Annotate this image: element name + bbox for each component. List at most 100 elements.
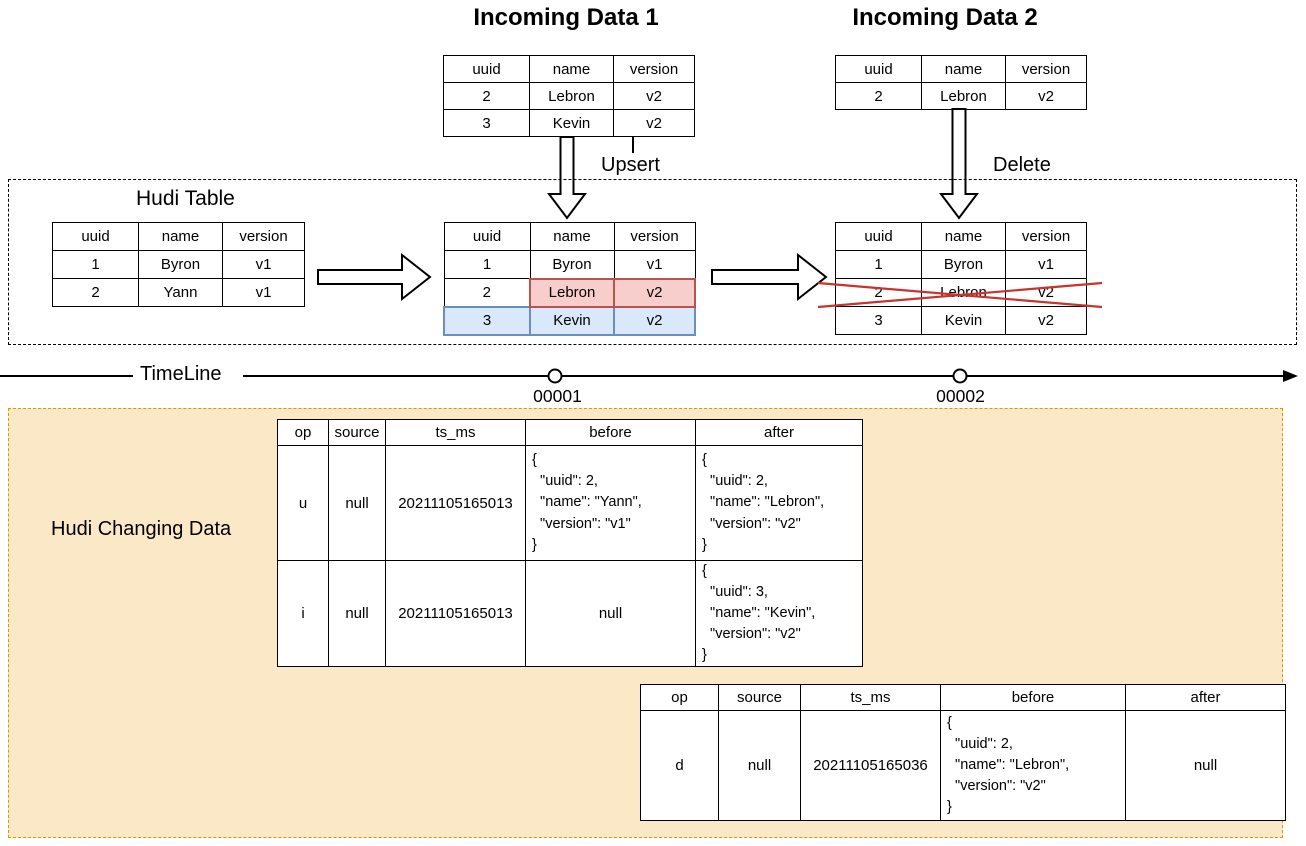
- cell-version-updated: v2: [613, 277, 696, 308]
- cell-name: Byron: [921, 250, 1006, 279]
- cdc-cell-before: null: [525, 559, 696, 668]
- cell-version: v1: [222, 278, 305, 307]
- cdc-cell-op: d: [640, 710, 719, 821]
- col-header-name: name: [529, 55, 614, 83]
- col-header-uuid: uuid: [443, 55, 530, 83]
- cell-version: v1: [613, 250, 696, 279]
- col-header-name: name: [921, 55, 1006, 83]
- cdc-header-op: op: [640, 684, 719, 711]
- hudi-table-label: Hudi Table: [136, 187, 235, 210]
- cdc-header-source: source: [328, 419, 386, 446]
- col-header-name: name: [138, 222, 223, 251]
- cell-uuid: 3: [835, 306, 922, 335]
- timeline-commit-marker: [547, 368, 563, 384]
- cdc-cell-op: i: [277, 559, 329, 668]
- cell-version: v1: [1005, 250, 1087, 279]
- cell-name: Lebron: [529, 82, 614, 110]
- upsert-arrow-icon: [547, 136, 587, 220]
- cdc-header-source: source: [718, 684, 801, 711]
- cell-name: Byron: [529, 250, 615, 279]
- timeline-arrowhead-icon: [1283, 370, 1298, 382]
- cell-name: Kevin: [921, 306, 1006, 335]
- commit-id-00001: 00001: [533, 386, 582, 406]
- cdc-cell-ts-ms: 20211105165013: [385, 445, 526, 561]
- cdc-cell-source: null: [328, 559, 386, 668]
- cdc-cell-op: u: [277, 445, 329, 561]
- cdc-cell-before: { "uuid": 2, "name": "Yann", "version": …: [525, 445, 696, 561]
- cdc-header-after: after: [695, 419, 863, 446]
- commit-id-00002: 00002: [936, 386, 985, 406]
- cdc-cell-after: null: [1125, 710, 1286, 821]
- cdc-header-before: before: [525, 419, 696, 446]
- cdc-header-before: before: [940, 684, 1126, 711]
- timeline-axis: [0, 368, 1298, 384]
- cell-uuid: 3: [443, 109, 530, 137]
- table-row: 3 Kevin v2: [443, 109, 695, 137]
- col-header-uuid: uuid: [443, 222, 531, 251]
- cell-name: Yann: [138, 278, 223, 307]
- transition-arrow-icon: [317, 252, 432, 302]
- hudi-changing-data-label: Hudi Changing Data: [51, 518, 232, 540]
- cell-version: v2: [613, 82, 695, 110]
- cell-version: v1: [222, 250, 305, 279]
- cell-uuid-inserted: 3: [443, 305, 531, 336]
- cell-uuid: 2: [52, 278, 139, 307]
- incoming-data-1-title: Incoming Data 1: [473, 4, 659, 31]
- col-header-uuid: uuid: [835, 55, 922, 83]
- incoming-data-2-title: Incoming Data 2: [852, 4, 1038, 31]
- cell-version: v2: [1005, 82, 1087, 110]
- cdc-header-op: op: [277, 419, 329, 446]
- cell-uuid: 1: [443, 250, 531, 279]
- cdc-cell-source: null: [718, 710, 801, 821]
- cdc-row-insert: i null 20211105165013 null { "uuid": 3, …: [277, 559, 863, 668]
- cdc-cell-ts-ms: 20211105165013: [385, 559, 526, 668]
- cell-uuid: 2: [835, 82, 922, 110]
- cell-uuid: 1: [835, 250, 922, 279]
- cell-name: Lebron: [921, 82, 1006, 110]
- col-header-version: version: [613, 55, 695, 83]
- table-row: 2 Yann v1: [52, 278, 305, 307]
- cell-uuid: 2: [443, 278, 531, 307]
- cdc-cell-ts-ms: 20211105165036: [800, 710, 941, 821]
- cdc-header-after: after: [1125, 684, 1286, 711]
- table-row: 3 Kevin v2: [835, 306, 1087, 335]
- cell-version-inserted: v2: [613, 305, 696, 336]
- cdc-header-ts-ms: ts_ms: [800, 684, 941, 711]
- col-header-version: version: [222, 222, 305, 251]
- cdc-cell-after: { "uuid": 2, "name": "Lebron", "version"…: [695, 445, 863, 561]
- delete-cross-icon: [817, 281, 1103, 309]
- timeline-label: TimeLine: [140, 363, 222, 385]
- transition-arrow-icon: [711, 252, 828, 302]
- col-header-version: version: [613, 222, 696, 251]
- cell-uuid: 1: [52, 250, 139, 279]
- cell-name: Kevin: [529, 109, 614, 137]
- table-row: 1 Byron v1: [443, 250, 696, 279]
- col-header-name: name: [921, 222, 1006, 251]
- cdc-table-commit-1: op source ts_ms before after u null 2021…: [277, 419, 863, 668]
- hudi-table-container: [8, 179, 1297, 345]
- table-row: 1 Byron v1: [835, 250, 1087, 279]
- table-row-inserted: 3 Kevin v2: [443, 305, 696, 336]
- cdc-row-update: u null 20211105165013 { "uuid": 2, "name…: [277, 445, 863, 561]
- table-row: 1 Byron v1: [52, 250, 305, 279]
- cell-name-updated: Lebron: [529, 277, 615, 308]
- cell-version: v2: [1005, 306, 1087, 335]
- delete-label: Delete: [990, 154, 1054, 177]
- cell-version: v2: [613, 109, 695, 137]
- incoming-data-1-table: uuid name version 2 Lebron v2 3 Kevin v2: [443, 55, 695, 137]
- cdc-cell-after: { "uuid": 3, "name": "Kevin", "version":…: [695, 559, 863, 668]
- col-header-version: version: [1005, 222, 1087, 251]
- col-header-name: name: [529, 222, 615, 251]
- incoming-data-2-table: uuid name version 2 Lebron v2: [835, 55, 1087, 110]
- cdc-row-delete: d null 20211105165036 { "uuid": 2, "name…: [640, 710, 1286, 821]
- cell-name-inserted: Kevin: [529, 305, 615, 336]
- table-row: 2 Lebron v2: [835, 82, 1087, 110]
- cdc-header-ts-ms: ts_ms: [385, 419, 526, 446]
- table-row-updated: 2 Lebron v2: [443, 277, 696, 308]
- connector-stub: [632, 137, 634, 153]
- delete-arrow-icon: [939, 108, 979, 220]
- hudi-after-upsert-table: uuid name version 1 Byron v1 2 Lebron v2…: [443, 222, 696, 336]
- upsert-label: Upsert: [598, 154, 663, 177]
- cdc-table-commit-2: op source ts_ms before after d null 2021…: [640, 684, 1286, 821]
